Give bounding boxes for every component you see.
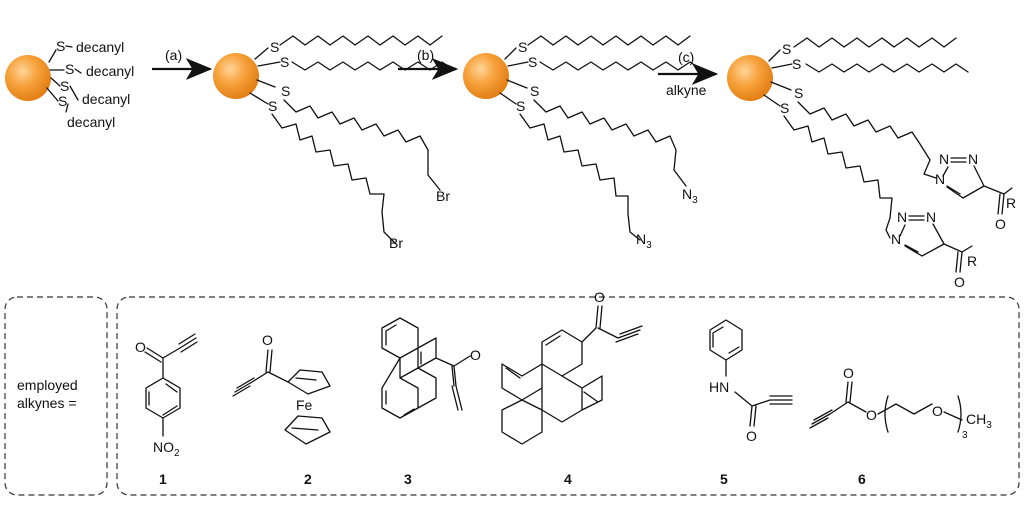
alkyl-chain bbox=[533, 99, 687, 187]
gold-nanoparticle-1 bbox=[5, 55, 51, 101]
s-atom: S bbox=[516, 98, 525, 114]
alkynes-equals-label: alkynes = bbox=[17, 395, 77, 411]
oxygen-label: O bbox=[932, 403, 943, 419]
alkyl-chain bbox=[539, 61, 703, 71]
triazole-ring-1: N N N R O bbox=[935, 151, 1016, 232]
oxygen-label: O bbox=[954, 274, 965, 290]
s-atom: S bbox=[530, 83, 539, 99]
nitrogen-label: N bbox=[897, 209, 907, 225]
repeat-count: 3 bbox=[962, 430, 968, 441]
s-atom: S bbox=[60, 78, 69, 94]
alkyl-chain bbox=[519, 113, 641, 241]
nitrogen-label: N bbox=[939, 151, 949, 167]
step-b-label: (b) bbox=[417, 47, 434, 63]
arrow-step-c: (c) alkyne bbox=[658, 49, 719, 98]
alkyl-chain bbox=[793, 37, 957, 48]
gold-nanoparticle-3 bbox=[463, 53, 509, 99]
start-nanoparticle: S S S S decanyl decanyl decanyl decanyl bbox=[5, 38, 134, 130]
alkynes-box bbox=[116, 296, 1020, 496]
triazole-product: S S S S N N N R O N N N R O bbox=[727, 37, 1016, 290]
step-a-label: (a) bbox=[165, 47, 182, 63]
oxygen-label: O bbox=[470, 347, 481, 363]
decanyl-label: decanyl bbox=[86, 63, 134, 79]
s-atom: S bbox=[528, 54, 537, 70]
alkyl-chain bbox=[527, 35, 691, 46]
compound-number: 4 bbox=[564, 471, 572, 487]
s-atom: S bbox=[280, 54, 289, 70]
compound-number: 5 bbox=[720, 471, 728, 487]
arrow-step-a: (a) bbox=[152, 47, 213, 80]
alkyl-chain bbox=[783, 115, 893, 239]
s-atom: S bbox=[58, 93, 67, 109]
oxygen-label: O bbox=[594, 289, 605, 305]
oxygen-label: O bbox=[866, 407, 877, 423]
decanyl-label: decanyl bbox=[76, 39, 124, 55]
s-atom: S bbox=[65, 61, 74, 77]
alkyl-chain bbox=[271, 113, 397, 245]
azido-intermediate: S S S S N3 N3 bbox=[463, 35, 703, 251]
azide-label: N3 bbox=[682, 186, 698, 206]
nitrogen-label: N bbox=[926, 209, 936, 225]
s-atom: S bbox=[270, 39, 279, 55]
gold-nanoparticle-4 bbox=[727, 55, 773, 101]
amine-label: HN bbox=[709, 379, 729, 395]
alkyl-chain bbox=[805, 63, 969, 73]
compound-number: 2 bbox=[304, 471, 312, 487]
s-atom: S bbox=[792, 56, 801, 72]
compound-1: O NO2 1 bbox=[135, 333, 198, 487]
gold-nanoparticle-2 bbox=[213, 53, 259, 99]
iron-label: Fe bbox=[296, 397, 313, 413]
oxygen-label: O bbox=[843, 365, 854, 381]
compound-4: O 4 bbox=[501, 289, 643, 487]
step-c-reagent: alkyne bbox=[666, 82, 707, 98]
employed-label: employed bbox=[17, 377, 78, 393]
nitrogen-label: N bbox=[968, 151, 978, 167]
bromine-label: Br bbox=[436, 188, 450, 204]
s-atom: S bbox=[518, 39, 527, 55]
methyl-label: CH3 bbox=[966, 411, 992, 431]
oxygen-label: O bbox=[746, 428, 757, 444]
oxygen-label: O bbox=[995, 216, 1006, 232]
compound-number: 6 bbox=[858, 471, 866, 487]
compound-2: O Fe 2 bbox=[232, 332, 331, 487]
bromine-label: Br bbox=[389, 235, 403, 251]
azide-label: N3 bbox=[636, 231, 652, 251]
s-atom: S bbox=[268, 98, 277, 114]
label-box bbox=[4, 296, 108, 496]
nitro-label: NO2 bbox=[153, 439, 180, 459]
s-atom: S bbox=[56, 38, 65, 54]
s-atom: S bbox=[780, 100, 789, 116]
compound-3: O 3 bbox=[381, 317, 481, 487]
s-atom: S bbox=[281, 83, 290, 99]
compound-number: 3 bbox=[404, 471, 412, 487]
compound-5: HN O 5 bbox=[709, 319, 793, 487]
alkyl-chain bbox=[279, 35, 443, 46]
arrow-step-b: (b) bbox=[398, 47, 459, 80]
alkyl-chain bbox=[283, 99, 441, 191]
compound-6: O O O 3 CH3 6 bbox=[809, 365, 992, 487]
bromo-intermediate: S S S S Br Br bbox=[213, 35, 455, 251]
r-group-label: R bbox=[967, 253, 977, 269]
s-atom: S bbox=[782, 41, 791, 57]
decanyl-label: decanyl bbox=[82, 91, 130, 107]
decanyl-label: decanyl bbox=[67, 114, 115, 130]
r-group-label: R bbox=[1006, 195, 1016, 211]
compound-number: 1 bbox=[159, 471, 167, 487]
nitrogen-label: N bbox=[935, 171, 945, 187]
nitrogen-label: N bbox=[891, 231, 901, 247]
step-c-label: (c) bbox=[678, 49, 694, 65]
alkyl-chain bbox=[797, 101, 937, 179]
s-atom: S bbox=[794, 85, 803, 101]
oxygen-label: O bbox=[135, 339, 146, 355]
oxygen-label: O bbox=[262, 332, 273, 348]
triazole-ring-2: N N N R O bbox=[891, 209, 977, 290]
